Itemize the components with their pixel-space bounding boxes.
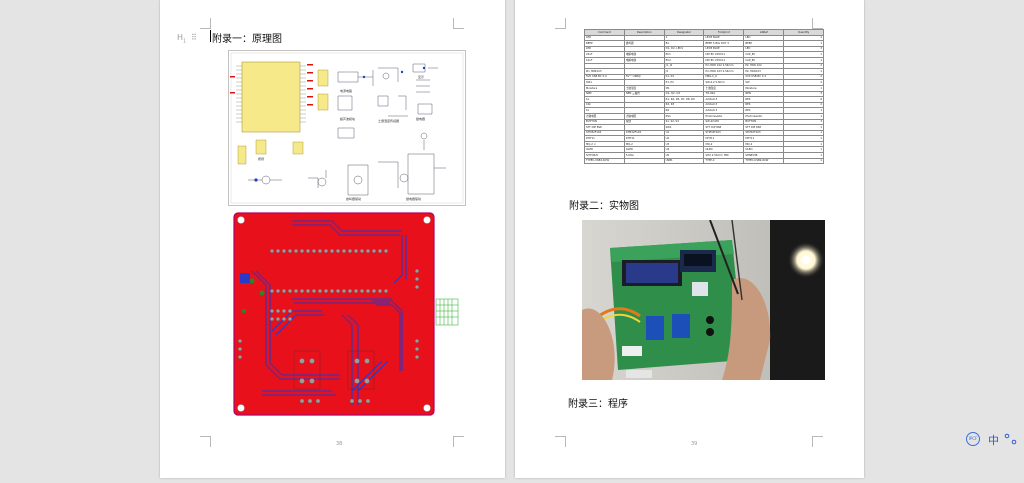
bom-cell: TYPEC-USB2-6CW [584, 157, 625, 165]
bom-cell: TYPE-C [703, 157, 745, 165]
crop-mark [812, 436, 823, 447]
bom-cell: 2 [783, 101, 824, 109]
drag-handle-icon[interactable]: ⠿ [191, 33, 197, 42]
bom-cell: 1 [783, 112, 824, 120]
schematic-label: 继电器驱动 [406, 196, 421, 201]
appendix-3-heading[interactable]: 附录三：程序 [568, 399, 628, 410]
page-number: 39 [691, 441, 698, 447]
hardware-photo-image[interactable] [582, 220, 825, 380]
page-number: 38 [336, 441, 343, 447]
bom-cell: 3 [783, 118, 824, 126]
schematic-label: 显示 [418, 75, 424, 79]
bom-cell: USB1 [663, 157, 705, 165]
bom-cell: TYPEC-USB2-6CW [743, 157, 785, 165]
heading-style-marker[interactable]: H1 [177, 33, 187, 45]
schematic-label: 电源电路 [340, 88, 352, 93]
crop-mark [453, 436, 464, 447]
crop-mark [453, 18, 464, 29]
schematic-label: 蜂鸣器驱动 [346, 196, 361, 201]
bom-cell: 2 [783, 73, 824, 81]
schematic-label: 超声波模块 [340, 116, 355, 121]
punctuation-mode-icon[interactable] [1004, 431, 1018, 447]
crop-mark [555, 18, 566, 29]
bom-cell: 1 [783, 157, 824, 165]
bom-cell: 3 [783, 90, 824, 98]
bom-cell: 6 [783, 96, 824, 103]
ime-icon[interactable]: IPCF [966, 432, 980, 446]
crop-mark [200, 18, 211, 29]
appendix-1-heading[interactable]: 附录一：原理图 [212, 34, 282, 45]
schematic-label: 继电器 [416, 116, 425, 121]
bom-cell: 1 [783, 107, 824, 114]
schematic-label: 土壤湿度传感器 [378, 118, 399, 123]
schematic-diagram-image[interactable]: 电源电路 超声波模块 土壤湿度传感器 继电器 显示 按键 蜂鸣器驱动 继电器驱动 [228, 50, 466, 206]
appendix-2-heading[interactable]: 附录二：实物图 [569, 201, 639, 212]
bom-cell: 2 [783, 62, 824, 70]
crop-mark [555, 436, 566, 447]
bom-cell: 1 [783, 68, 824, 75]
bom-cell [623, 157, 665, 165]
input-language-indicator[interactable]: 中 [988, 434, 999, 447]
schematic-label: 按键 [258, 156, 264, 161]
pcb-layout-image[interactable] [232, 211, 462, 419]
crop-mark [200, 436, 211, 447]
text-cursor [210, 30, 211, 42]
bom-cell: 1 [783, 84, 824, 92]
bom-cell: 2 [783, 79, 824, 86]
system-tray: IPCF 中 [966, 431, 1018, 449]
document-page-left: H1 ⠿ 附录一：原理图 [160, 0, 505, 478]
crop-mark [812, 18, 823, 29]
